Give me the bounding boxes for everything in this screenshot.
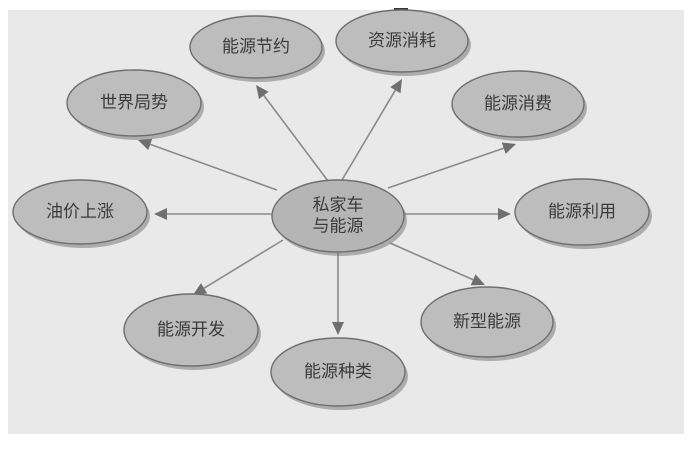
edge-liyong [404,208,511,220]
node-xiaofei: 能源消费 [451,70,587,141]
node-kaifa: 能源开发 [123,293,261,370]
node-ellipse [270,337,406,407]
arrowhead [470,274,485,286]
edge-kaifa [193,239,284,295]
edge-line [203,239,284,289]
node-ellipse [420,286,554,358]
node-label: 能源消费 [484,94,552,114]
arrowhead [332,322,344,335]
node-label: 私家车 [313,196,364,216]
node-youjia: 油价上涨 [12,179,150,248]
node-label: 能源种类 [304,362,372,382]
node-ellipse [66,69,202,137]
node-jieyue: 能源节约 [189,15,325,82]
node-ellipse [123,293,259,367]
arrowhead [498,208,511,220]
node-label: 能源利用 [548,202,616,222]
node-ellipse [451,70,585,138]
node-label: 资源消耗 [368,31,436,51]
arrowhead [193,283,208,295]
edge-line [263,94,329,182]
node-label: 世界局势 [100,93,168,113]
node-label: 能源开发 [157,320,225,340]
node-label: 油价上涨 [46,202,114,222]
edge-line [341,89,397,181]
node-ellipse [514,178,650,246]
arrowhead [390,79,402,94]
edge-line [389,242,474,281]
arrowhead [256,85,269,99]
arrowhead [138,138,153,151]
edge-youjia [154,208,272,220]
node-ellipse [12,179,148,245]
node-zhonglei: 能源种类 [270,337,408,410]
node-xiaohao: 资源消耗 [335,9,471,76]
edge-zhonglei [332,252,344,335]
node-label: 新型能源 [453,312,521,332]
node-xinxing: 新型能源 [420,286,556,361]
arrowhead [154,208,167,220]
node-ellipse [335,9,469,73]
node-liyong: 能源利用 [514,178,652,249]
edge-xinxing [389,242,485,286]
edge-xiaofei [387,142,516,189]
edge-line [149,143,278,191]
node-shijie: 世界局势 [66,69,204,140]
edge-xiaohao [341,79,402,181]
arrowhead [501,142,516,154]
edge-shijie [138,138,278,191]
node-ellipse [271,179,405,253]
edge-line [387,147,504,189]
edge-jieyue [256,85,329,182]
node-label: 能源节约 [222,37,290,57]
node-label: 与能源 [313,217,364,237]
node-ellipse [189,15,323,79]
